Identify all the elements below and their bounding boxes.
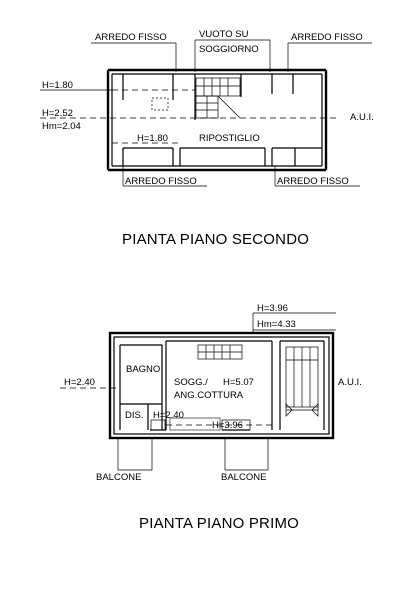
- label-aui-first: A.U.I.: [338, 377, 362, 388]
- label-ang-cottura: ANG.COTTURA: [174, 390, 244, 401]
- label-vuoto-su: VUOTO SU: [199, 29, 249, 40]
- first-floor-plan: H=3.96 Hm=4.33 BAGNO H=2.40 SOGG./ H=5.0…: [60, 303, 362, 532]
- label-arredo-fisso-top-left: ARREDO FISSO: [95, 32, 167, 43]
- label-hm-433: Hm=4.33: [257, 319, 296, 330]
- title-pianta-piano-primo: PIANTA PIANO PRIMO: [139, 515, 299, 532]
- label-balcone-left: BALCONE: [96, 472, 141, 483]
- label-h-180-left: H=1.80: [42, 80, 73, 91]
- label-soggiorno: SOGGIORNO: [199, 44, 259, 55]
- fixture-rect: [151, 97, 169, 111]
- label-h-396-top: H=3.96: [257, 303, 288, 314]
- label-h-396-bottom: H=3.96: [212, 420, 243, 431]
- second-floor-stairs: [195, 77, 241, 119]
- label-ripostiglio: RIPOSTIGLIO: [199, 133, 260, 144]
- label-h-180-center: H=1.80: [137, 133, 168, 144]
- label-arredo-fisso-top-right: ARREDO FISSO: [291, 32, 363, 43]
- label-hm-204: Hm=2.04: [42, 121, 81, 132]
- label-bagno: BAGNO: [126, 364, 160, 375]
- second-floor-leaders: [40, 39, 372, 187]
- first-floor-walls: [108, 331, 335, 440]
- first-floor-leaders: [117, 312, 336, 471]
- first-floor-right-stairs: [285, 346, 319, 417]
- label-aui-second: A.U.I.: [350, 112, 374, 123]
- label-dis: DIS.: [125, 410, 143, 421]
- second-floor-plan: ARREDO FISSO VUOTO SU SOGGIORNO ARREDO F…: [40, 29, 374, 248]
- label-h-507: H=5.07: [223, 377, 254, 388]
- label-h-252: H=2.52: [42, 108, 73, 119]
- title-pianta-piano-secondo: PIANTA PIANO SECONDO: [122, 231, 309, 248]
- first-floor-stairs: [197, 344, 243, 360]
- label-sogg: SOGG./: [174, 377, 208, 388]
- label-arredo-fisso-bottom-right: ARREDO FISSO: [277, 176, 349, 187]
- label-balcone-right: BALCONE: [221, 472, 266, 483]
- label-arredo-fisso-bottom-left: ARREDO FISSO: [125, 176, 197, 187]
- label-h-240-dis: H=2.40: [153, 410, 184, 421]
- second-floor-walls: [106, 68, 328, 172]
- label-h-240-left: H=2.40: [64, 377, 95, 388]
